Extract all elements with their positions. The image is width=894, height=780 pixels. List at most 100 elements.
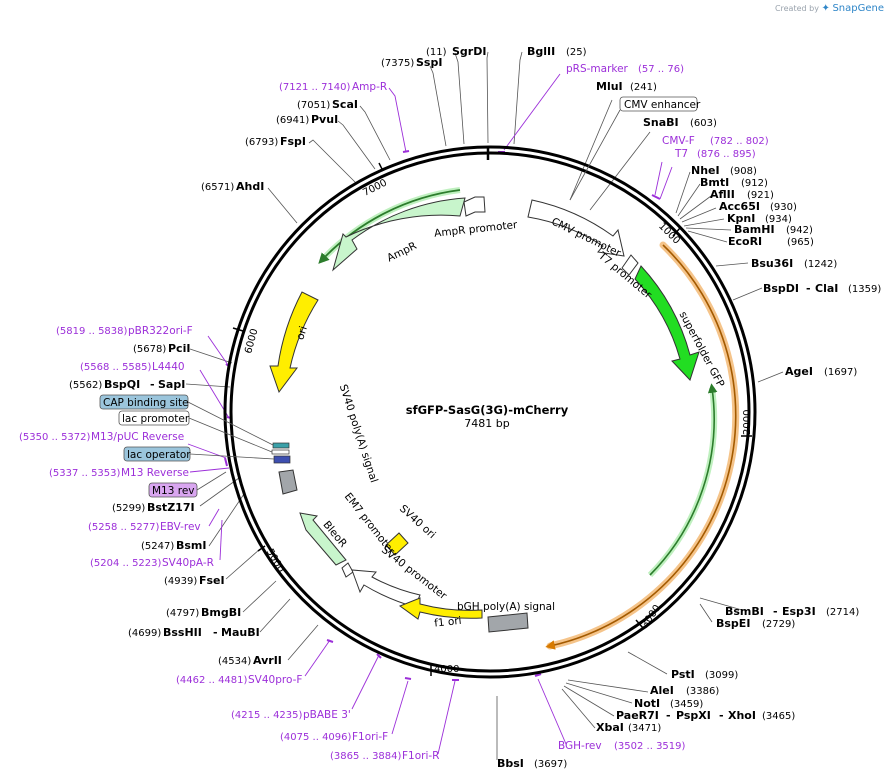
site-bsu36i: Bsu36I: [751, 257, 793, 270]
site-fsei-pos: (4939): [164, 576, 197, 587]
site-avrii: AvrII: [253, 654, 282, 667]
site-bbsi-pos: (3697): [534, 759, 567, 770]
primer-prs-marker-pos: (57 .. 76): [638, 64, 684, 75]
feature-ampr-promoter[interactable]: [463, 196, 486, 217]
site-mlui: MluI: [596, 80, 623, 93]
dark-green-arc: [318, 189, 461, 264]
box-cmv-enhancer[interactable]: [619, 96, 698, 112]
feature-t7-promoter[interactable]: [621, 254, 639, 276]
label-sv40-polya: SV40 poly(A) signal: [337, 383, 380, 484]
primer-pbr322ori-f-pos: (5819 .. 5838): [56, 326, 128, 337]
site-bspei: BspEI: [716, 617, 750, 630]
site-xbai: XbaI: [596, 721, 624, 734]
primer-m13puc: M13/pUC Reverse: [91, 431, 184, 443]
feature-em7-promoter[interactable]: [341, 562, 354, 578]
primer-ampr: Amp-R: [352, 81, 387, 93]
site-bspqi-pos: (5562): [69, 380, 102, 391]
orange-arc: [545, 244, 737, 650]
site-pspxi-dash: -: [666, 709, 671, 722]
primer-m13rev-pos: (5337 .. 5353): [49, 468, 121, 479]
primer-f1ori-f: F1ori-F: [352, 731, 388, 743]
label-sv40-ori: SV40 ori: [397, 503, 438, 542]
site-psti-pos: (3099): [705, 670, 738, 681]
feature-sv40-polya[interactable]: [278, 469, 298, 495]
site-maubi-dash: -: [213, 626, 218, 639]
site-agei: AgeI: [785, 365, 813, 378]
site-bspei-pos: (2729): [762, 619, 795, 630]
site-bsmbi-pos: (2714): [826, 607, 859, 618]
site-nhei-pos: (908): [730, 166, 757, 177]
site-snabi-pos: (603): [690, 118, 717, 129]
site-fspi: FspI: [280, 135, 306, 148]
plasmid-name: sfGFP-SasG(3G)-mCherry: [406, 403, 569, 417]
label-ori: ori: [294, 325, 310, 342]
primer-bgh-rev-pos: (3502 .. 3519): [614, 741, 686, 752]
box-lac-operator-label: lac operator: [127, 449, 191, 461]
boxed-labels: CMV enhancer CAP binding site lac promot…: [99, 96, 701, 498]
primer-cmv-f-pos: (782 .. 802): [710, 136, 769, 147]
feature-lac-promoter[interactable]: [271, 449, 290, 455]
site-bglii: BglII: [527, 45, 555, 58]
site-bsshii-pos: (4699): [128, 628, 161, 639]
site-avrii-pos: (4534): [218, 656, 251, 667]
site-mlui-pos: (241): [630, 82, 657, 93]
feature-ori[interactable]: [269, 291, 319, 394]
site-fspi-pos: (6793): [245, 137, 278, 148]
site-bglii-pos: (25): [566, 47, 587, 58]
snapgene-logo: ✦: [821, 3, 830, 14]
box-cap-binding-site-label: CAP binding site: [103, 397, 189, 409]
primer-sv40pro-f-pos: (4462 .. 4481): [176, 675, 248, 686]
site-bamhi-pos: (942): [786, 225, 813, 236]
primer-prs-marker: pRS-marker: [566, 63, 629, 75]
feature-superfolder-gfp[interactable]: [634, 265, 700, 381]
site-noti-pos: (3459): [670, 699, 703, 710]
feature-cmv-promoter[interactable]: [527, 199, 625, 257]
site-kpni-pos: (934): [765, 214, 792, 225]
credit-prefix: Created by: [774, 4, 819, 13]
ruler-label-2000: 2000: [742, 410, 753, 435]
primer-bgh-rev: BGH-rev: [558, 740, 602, 752]
site-bbsi: BbsI: [497, 757, 524, 770]
box-m13-rev-label: M13 rev: [152, 485, 195, 497]
site-fsei: FseI: [199, 574, 225, 587]
primer-ebv-rev-pos: (5258 .. 5277): [88, 522, 160, 533]
site-ecori: EcoRI: [728, 235, 762, 248]
feature-lac-operator[interactable]: [273, 455, 291, 464]
site-ahdi-pos: (6571): [201, 182, 234, 193]
primer-f1ori-r-pos: (3865 .. 3884): [330, 751, 402, 762]
site-paer7i: PaeR7I: [616, 709, 659, 722]
site-xbai-pos: (3471): [628, 723, 661, 734]
snapgene-credit: Created by ✦ SnapGene: [775, 3, 884, 14]
feature-labels: AmpR promoter AmpR CMV promoter T7 promo…: [294, 216, 726, 630]
site-connectors: [185, 51, 784, 760]
site-bmti: BmtI: [700, 176, 729, 189]
site-paer7i-pos: (3465): [762, 711, 795, 722]
label-bgh-polya: bGH poly(A) signal: [457, 601, 555, 613]
site-maubi: MauBI: [221, 626, 260, 639]
site-ecori-pos: (965): [787, 237, 814, 248]
feature-bgh-polya[interactable]: [487, 612, 529, 633]
label-f1-ori: f1 ori: [434, 615, 462, 630]
site-scai-pos: (7051): [297, 100, 330, 111]
feature-bleor[interactable]: [299, 512, 347, 566]
feature-f1-ori[interactable]: [398, 597, 483, 620]
feature-cap-site[interactable]: [272, 442, 290, 449]
feature-sv40-ori[interactable]: [385, 532, 409, 556]
site-bspqi: BspQI: [104, 378, 140, 391]
credit-brand: SnapGene: [832, 3, 884, 14]
primer-t7-pos: (876 .. 895): [697, 149, 756, 160]
label-ampr: AmpR: [385, 240, 418, 265]
feature-ampr[interactable]: [332, 197, 466, 272]
primer-sv40pa-r: SV40pA-R: [162, 557, 214, 569]
site-bmgbi-pos: (4797): [166, 608, 199, 619]
primer-ampr-pos: (7121 .. 7140): [279, 82, 351, 93]
primer-t7: T7: [674, 148, 688, 160]
site-sapi: SapI: [158, 378, 185, 391]
backbone-inner: [229, 151, 751, 673]
primer-f1ori-f-pos: (4075 .. 4096): [280, 732, 352, 743]
feature-sv40-promoter[interactable]: [351, 569, 421, 608]
site-bsmbi: BsmBI: [725, 605, 764, 618]
site-noti: NotI: [634, 697, 660, 710]
site-snabi: SnaBI: [643, 116, 679, 129]
